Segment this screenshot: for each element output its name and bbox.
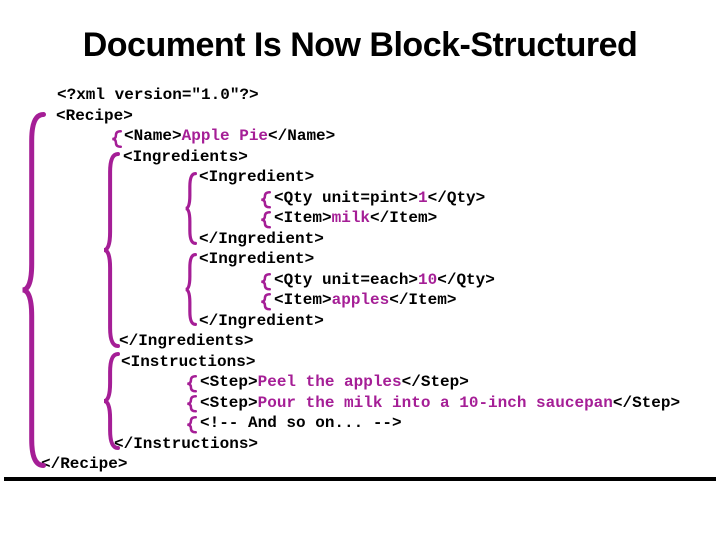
ingredient2-open-line: <Ingredient> [0,249,720,270]
qty1-element-brace [261,191,271,209]
xml-tag-text: <Ingredients> [123,147,248,166]
recipe-close-line: </Recipe> [0,454,720,475]
xml-value-text: milk [331,209,371,227]
xml-tag-text: <Recipe> [56,106,133,125]
ingredient1-close-line: </Ingredient> [0,229,720,250]
recipe-open-line: <Recipe> [0,106,720,127]
xml-tag-text: </Instructions> [114,434,259,453]
xml-tag-text: <Qty unit=pint> [274,188,419,207]
xml-tag-text: </Name> [268,127,336,145]
name-element-brace [112,130,122,148]
instructions-open-line: <Instructions> [0,352,720,373]
xml-tag-text: <!-- And so on... --> [200,414,402,432]
xml-tag-text: </Item> [370,209,438,227]
item1-element-brace [261,211,271,229]
recipe-block-brace [22,112,46,468]
xml-tag-text: <Qty unit=each> [274,270,419,289]
xml-tag-text: </Step> [401,373,469,391]
xml-tag-text: </Item> [389,291,457,309]
xml-tag-text: <Item> [274,291,332,309]
xml-tag-text: <Ingredient> [199,250,315,268]
xml-tag-text: </Qty> [437,270,495,289]
ingredient2-block-brace [185,253,197,326]
ingredient2-close-line: </Ingredient> [0,311,720,332]
step2-line: <Step>Pour the milk into a 10-inch sauce… [0,393,720,414]
xml-value-text: Apple Pie [181,127,269,145]
xml-tag-text: </Qty> [427,188,486,207]
name-line: <Name>Apple Pie</Name> [0,126,720,147]
slide-title: Document Is Now Block-Structured [82,26,638,64]
qty2-line: <Qty unit=each>10</Qty> [0,270,720,291]
xml-value-text: 10 [418,270,438,289]
instructions-close-line: </Instructions> [0,434,720,455]
xml-value-text: 1 [418,188,428,207]
xml-tag-text: <Instructions> [121,352,256,371]
step1-line: <Step>Peel the apples</Step> [0,372,720,393]
xml-tag-text: </Recipe> [41,455,128,473]
instructions-block-brace [103,352,120,450]
xml-value-text: Pour the milk into a 10-inch saucepan [257,393,613,412]
xml-tag-text: </Ingredient> [199,311,324,330]
ingredients-open-line: <Ingredients> [0,147,720,168]
xml-tag-text: <?xml version="1.0"?> [57,86,259,104]
qty2-element-brace [261,273,271,291]
xml-tag-text: <Ingredient> [199,168,315,186]
ingredient1-block-brace [185,172,197,245]
xml-declaration-line: <?xml version="1.0"?> [0,85,720,106]
comment-element-brace [187,416,197,434]
item1-line: <Item>milk</Item> [0,208,720,229]
bottom-rule [4,477,716,481]
xml-tag-text: <Item> [274,209,332,227]
ingredients-block-brace [103,152,120,348]
item2-element-brace [261,293,271,311]
xml-tag-text: </Step> [612,393,681,412]
qty1-line: <Qty unit=pint>1</Qty> [0,188,720,209]
xml-tag-text: <Step> [200,393,258,412]
xml-tag-text: <Name> [124,127,182,145]
comment-line: <!-- And so on... --> [0,413,720,434]
xml-value-text: Peel the apples [257,373,402,391]
ingredients-close-line: </Ingredients> [0,331,720,352]
xml-tag-text: <Step> [200,373,258,391]
ingredient1-open-line: <Ingredient> [0,167,720,188]
xml-tag-text: </Ingredient> [199,229,324,248]
step1-element-brace [187,375,197,393]
xml-code-block: <?xml version="1.0"?><Recipe><Name>Apple… [0,85,720,475]
step2-element-brace [187,395,197,413]
item2-line: <Item>apples</Item> [0,290,720,311]
xml-value-text: apples [331,291,390,309]
xml-tag-text: </Ingredients> [119,332,254,350]
